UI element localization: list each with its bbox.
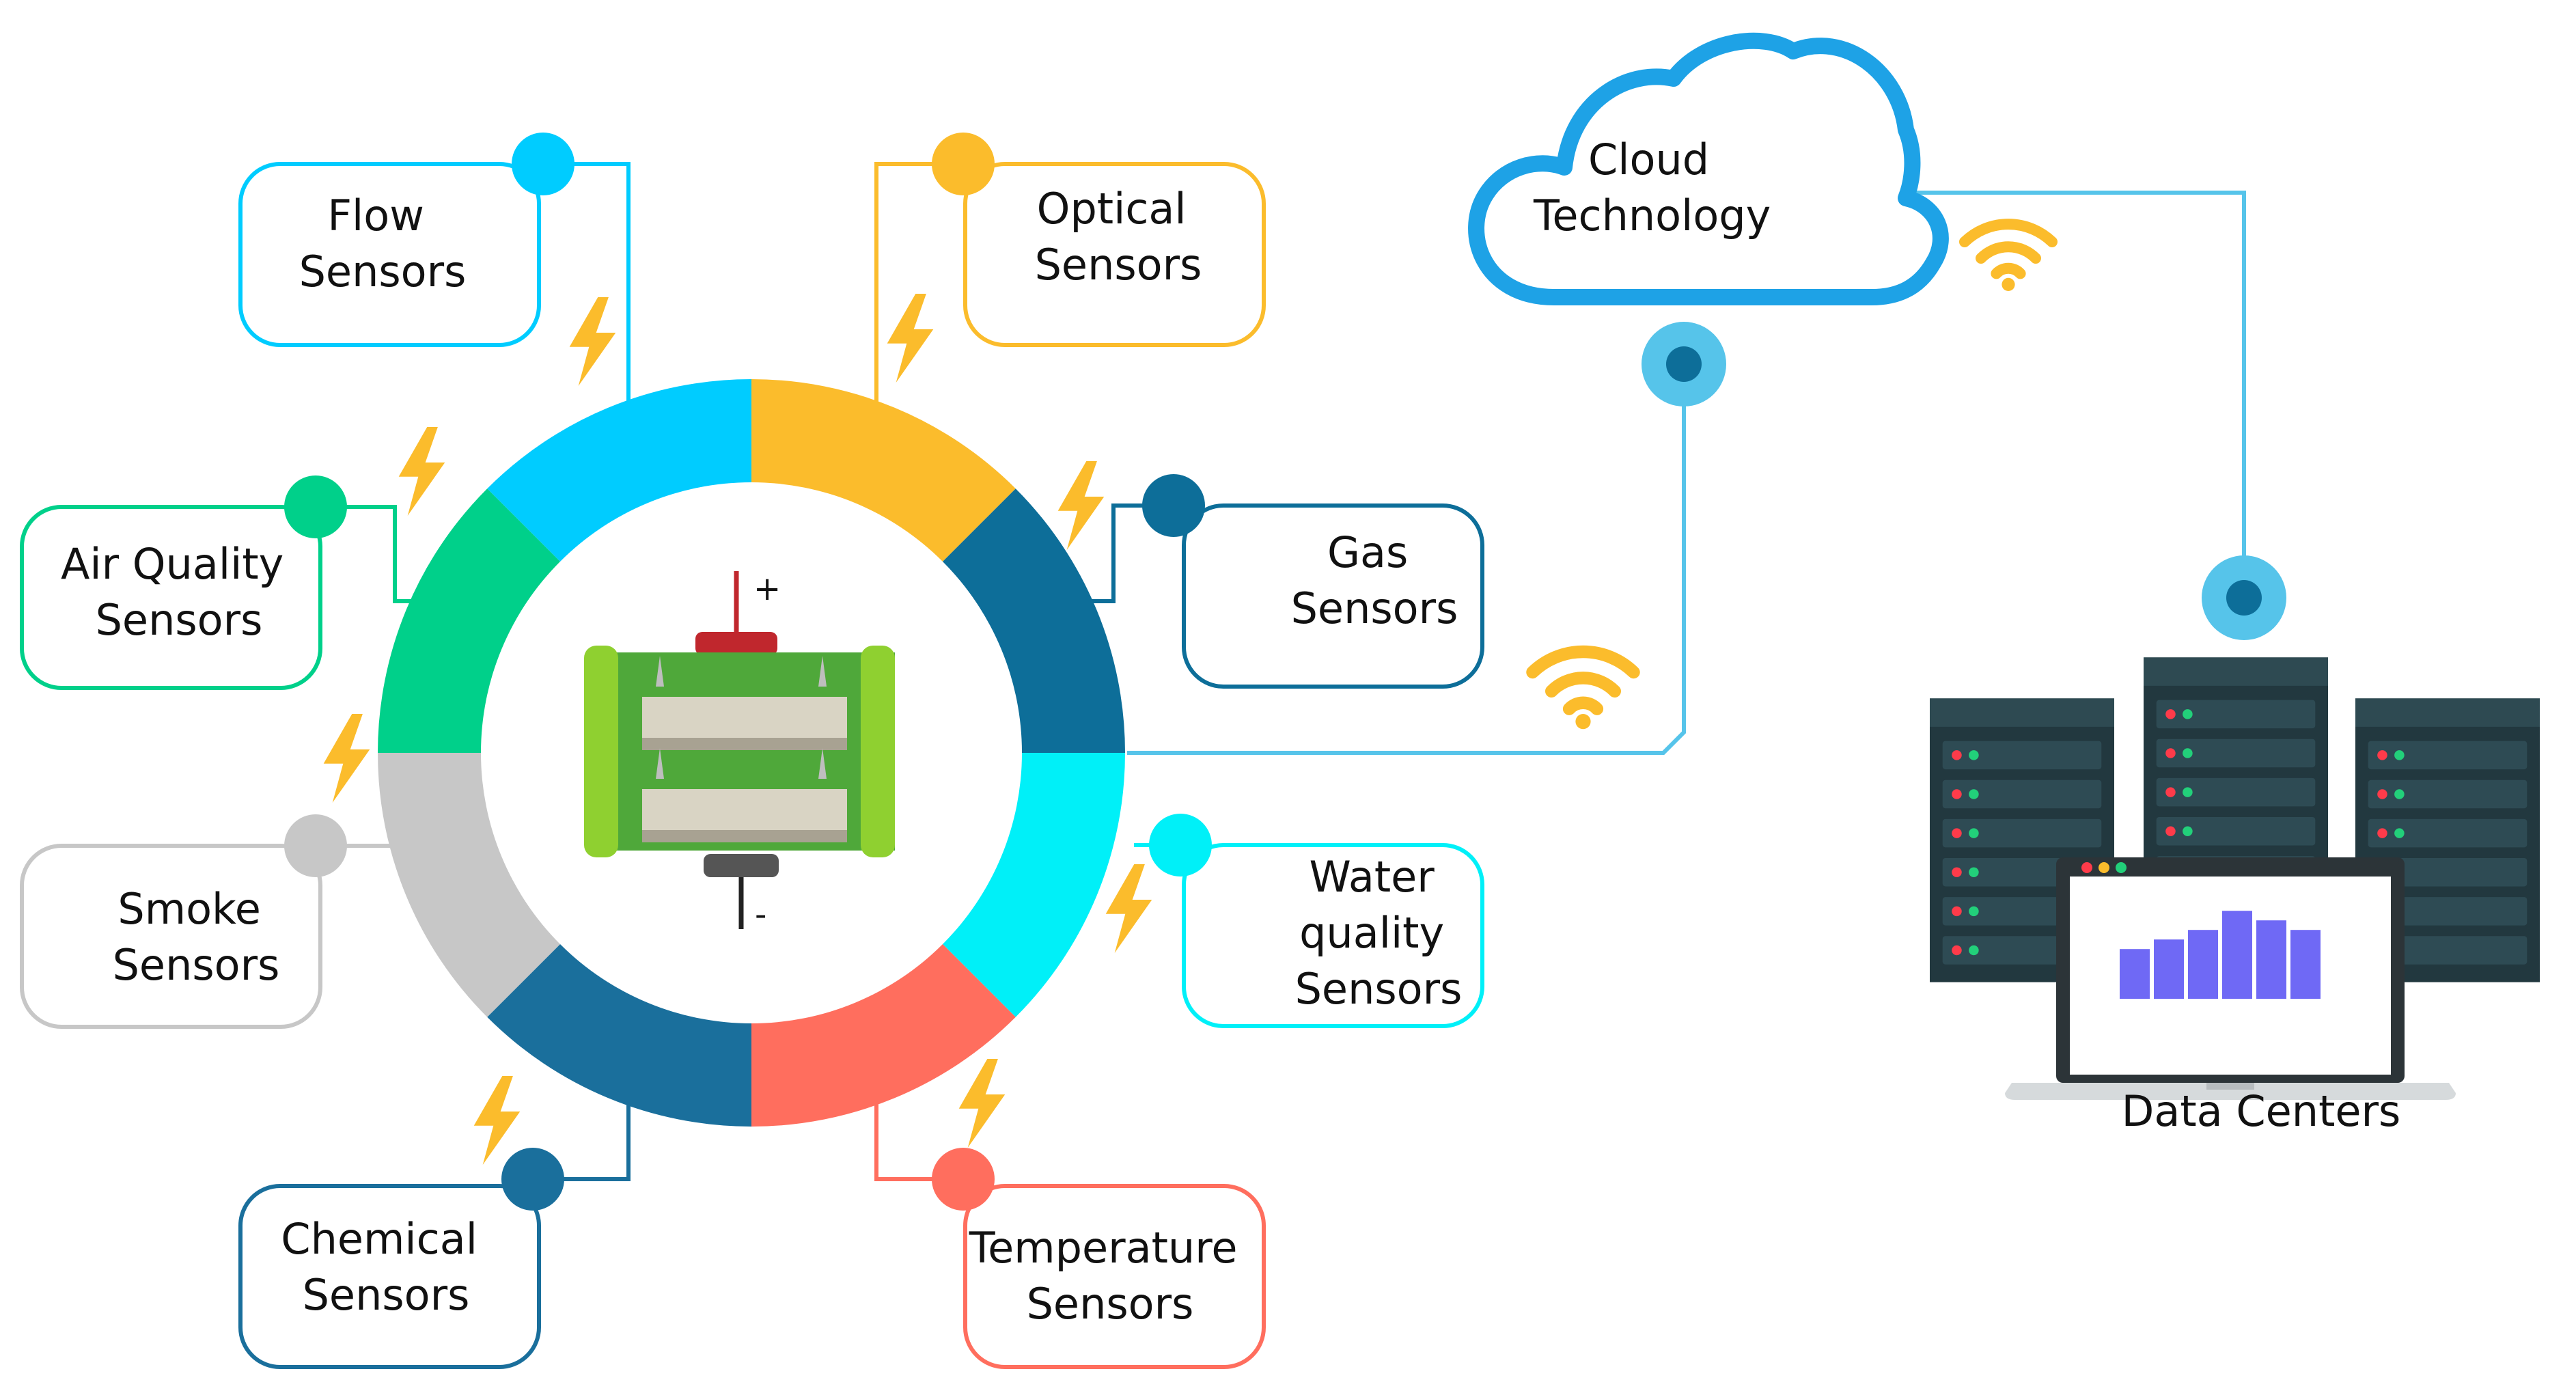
smoke-sensors-box <box>20 844 322 1029</box>
smoke-dot <box>284 814 347 877</box>
cloud-icon <box>1468 32 1949 305</box>
gas-dot <box>1142 474 1205 537</box>
air-quality-dot <box>284 475 347 538</box>
optical-sensors-label: Optical Sensors <box>1035 184 1202 290</box>
lightning-icon <box>569 297 616 386</box>
laptop-bar <box>2120 949 2150 999</box>
laptop-bar <box>2222 911 2252 999</box>
connector-dots <box>284 133 1212 1211</box>
flow-sensors-box <box>238 162 541 347</box>
laptop-bar <box>2290 930 2321 999</box>
sensor-label-boxes <box>20 162 1484 1369</box>
temperature-sensors-box <box>963 1184 1266 1369</box>
chemical-sensors-label: Chemical Sensors <box>281 1214 490 1320</box>
sensor-labels: Flow Sensors Optical Sensors Gas Sensors… <box>61 184 1462 1329</box>
lightning-icon <box>473 1076 521 1165</box>
temperature-dot <box>932 1148 995 1211</box>
chemical-dot <box>501 1148 564 1211</box>
wifi-icon <box>1965 224 2052 291</box>
hub-cloud-connector <box>1127 376 1686 755</box>
device-minus-sign: - <box>755 896 766 934</box>
air-quality-sensors-label: Air Quality Sensors <box>61 539 297 645</box>
data-centers: Data Centers <box>1930 657 2540 1136</box>
water-quality-sensors-box <box>1182 843 1484 1028</box>
sensor-device: + - <box>584 570 895 934</box>
gas-sensors-box <box>1182 503 1484 689</box>
lightning-icon <box>323 714 370 803</box>
cloud-technology: Cloud Technology <box>1468 32 1949 305</box>
laptop-icon <box>2005 857 2456 1100</box>
lightning-icon <box>958 1059 1006 1148</box>
laptop-bar <box>2256 920 2286 999</box>
laptop-bar <box>2188 930 2218 999</box>
air-quality-sensors-box <box>20 505 322 690</box>
flow-sensors-label: Flow Sensors <box>299 191 467 296</box>
lightning-icon <box>398 427 445 516</box>
chemical-connector <box>533 1093 631 1181</box>
lightning-icon <box>1057 461 1105 550</box>
chemical-sensors-box <box>238 1184 541 1369</box>
wifi-icon <box>1533 652 1634 729</box>
cloud-datacenter-connector <box>1899 191 2246 560</box>
flow-dot <box>512 133 574 195</box>
temperature-sensors-label: Temperature Sensors <box>969 1223 1251 1329</box>
laptop-bar-chart <box>2120 911 2321 999</box>
cloud-technology-label: Cloud Technology <box>1533 135 1771 240</box>
water-quality-sensors-label: Water quality Sensors <box>1295 852 1463 1014</box>
lightning-icon <box>1105 864 1152 953</box>
gas-sensors-label: Gas Sensors <box>1291 527 1458 633</box>
optical-sensors-box <box>963 162 1266 347</box>
water-quality-dot <box>1149 814 1212 877</box>
laptop-bar <box>2154 939 2184 999</box>
lightning-icon <box>887 294 934 383</box>
device-plus-sign: + <box>753 570 781 608</box>
smoke-sensors-label: Smoke Sensors <box>113 884 280 990</box>
optical-dot <box>932 133 995 195</box>
optical-connector <box>874 162 963 403</box>
datacenter-node <box>2202 555 2286 640</box>
data-centers-label: Data Centers <box>2122 1086 2401 1136</box>
cloud-node <box>1642 322 1726 406</box>
